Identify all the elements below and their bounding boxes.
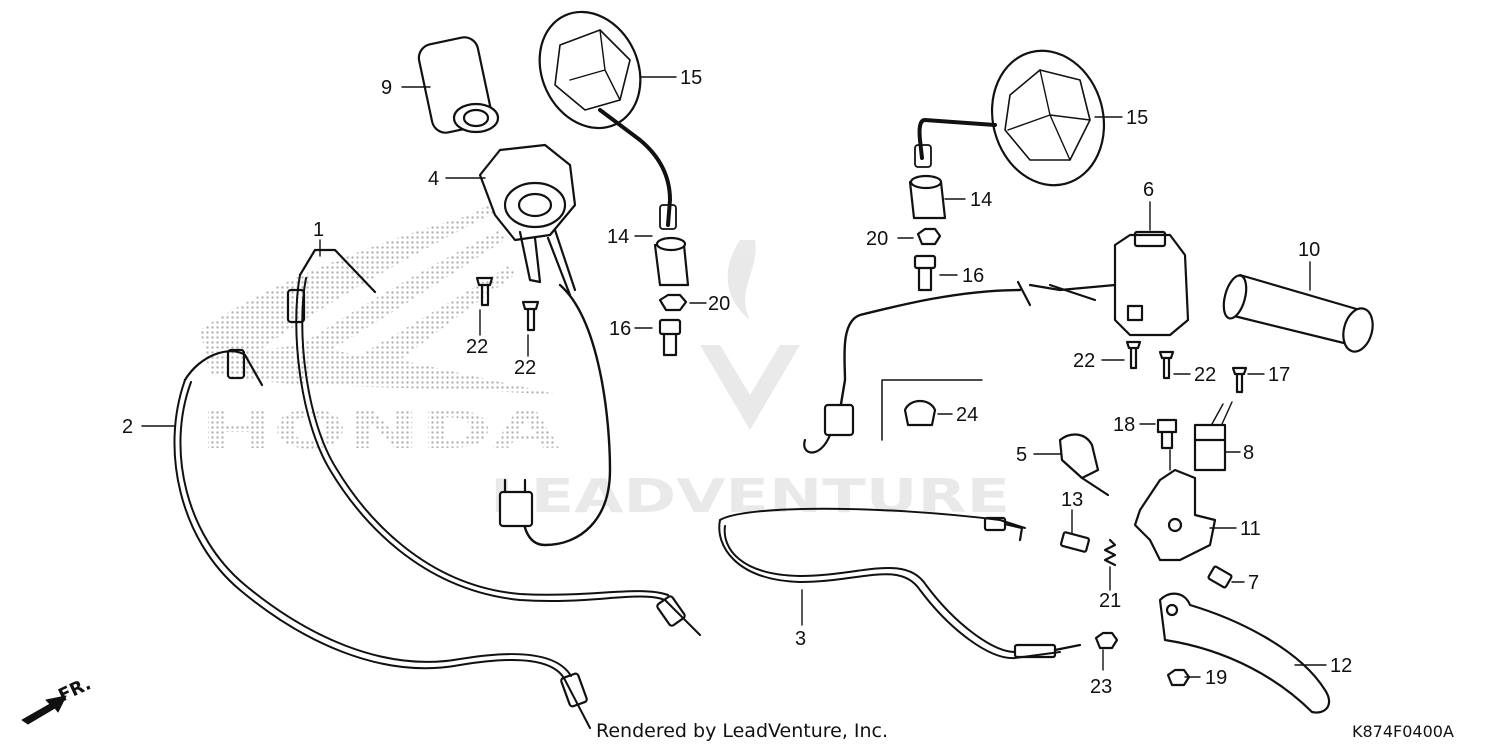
holder-part[interactable]	[1193, 423, 1227, 472]
callout-22-right-a[interactable]: 22	[1073, 350, 1095, 372]
callout-19[interactable]: 19	[1205, 667, 1227, 689]
right-switch-part[interactable]	[803, 230, 1190, 454]
callout-22-left-b[interactable]: 22	[514, 357, 536, 379]
callout-20-left[interactable]: 20	[708, 293, 730, 315]
mirror-left-part[interactable]	[521, 0, 677, 230]
callout-7[interactable]: 7	[1248, 572, 1259, 594]
honda-watermark-text: HONDA	[200, 401, 560, 461]
mirror-right-part[interactable]	[914, 38, 1119, 198]
callout-6[interactable]: 6	[1143, 179, 1154, 201]
callout-17[interactable]: 17	[1268, 364, 1290, 386]
callout-leader-lines	[141, 76, 1327, 678]
throttle-cable-part-1[interactable]	[286, 248, 701, 636]
callout-1[interactable]: 1	[313, 219, 324, 241]
direction-label: FR.	[55, 673, 94, 706]
pivot-bolt-part[interactable]	[1156, 418, 1178, 450]
clutch-lever-part[interactable]	[1158, 592, 1331, 714]
nut-23-part[interactable]	[1094, 631, 1119, 650]
callout-3[interactable]: 3	[795, 628, 806, 650]
callout-22-right-b[interactable]: 22	[1194, 364, 1216, 386]
screw-right-a-part[interactable]	[1125, 340, 1142, 370]
callout-12[interactable]: 12	[1330, 655, 1352, 677]
forward-direction-arrow	[21, 695, 67, 725]
callout-23[interactable]: 23	[1090, 676, 1112, 698]
dust-cover-part[interactable]	[1058, 433, 1110, 497]
left-switch-harness[interactable]	[498, 283, 612, 547]
callout-22-left-a[interactable]: 22	[466, 336, 488, 358]
bolt-left-part[interactable]	[658, 318, 682, 357]
callout-numbers: 9 15 4 1 2 22 22 14 20 16 15 14 20 16 6 …	[122, 67, 1352, 698]
callout-2[interactable]: 2	[122, 416, 133, 438]
switch-7-part[interactable]	[1207, 565, 1233, 589]
callout-16-left[interactable]: 16	[609, 318, 631, 340]
spring-21-part[interactable]	[1103, 538, 1117, 567]
bar-end-collar-right-part[interactable]	[908, 174, 947, 220]
callout-15-left[interactable]: 15	[680, 67, 702, 89]
callout-5[interactable]: 5	[1016, 444, 1027, 466]
callout-18[interactable]: 18	[1113, 414, 1135, 436]
nut-left-part[interactable]	[658, 293, 688, 312]
callout-13[interactable]: 13	[1061, 489, 1083, 511]
screw-right-b-part[interactable]	[1158, 350, 1175, 380]
leadventure-watermark-text: LEADVENTURE	[490, 469, 1010, 523]
grip-right-part[interactable]	[1220, 273, 1378, 355]
callout-14-right[interactable]: 14	[970, 189, 992, 211]
callout-14-left[interactable]: 14	[607, 226, 629, 248]
lever-bracket-part[interactable]	[1133, 468, 1217, 562]
callout-21[interactable]: 21	[1099, 590, 1121, 612]
callout-9[interactable]: 9	[381, 77, 392, 99]
bar-end-collar-left-part[interactable]	[653, 236, 690, 287]
throttle-cable-part-2[interactable]	[173, 348, 591, 729]
honda-watermark-logo: HONDA	[200, 198, 560, 461]
footer-credit: Rendered by LeadVenture, Inc.	[596, 720, 889, 742]
callout-4[interactable]: 4	[428, 168, 439, 190]
callout-10[interactable]: 10	[1298, 239, 1320, 261]
throttle-housing-part[interactable]	[478, 143, 577, 297]
callout-16-right[interactable]: 16	[962, 265, 984, 287]
callout-15-right[interactable]: 15	[1126, 107, 1148, 129]
nut-right-part[interactable]	[916, 227, 942, 246]
adjuster-13-part[interactable]	[1059, 531, 1091, 553]
callout-11[interactable]: 11	[1240, 518, 1261, 540]
callout-20-right[interactable]: 20	[866, 228, 888, 250]
leadventure-watermark: LEADVENTURE	[490, 240, 1010, 523]
clamp-part[interactable]	[881, 379, 983, 441]
screw-left-a-part[interactable]	[475, 276, 494, 307]
screw-left-b-part[interactable]	[521, 300, 540, 332]
bolt-right-part[interactable]	[913, 254, 937, 292]
clutch-cable-part[interactable]	[718, 507, 1082, 660]
callout-24[interactable]: 24	[956, 404, 978, 426]
bolt-17-part[interactable]	[1231, 366, 1248, 394]
grip-left-part[interactable]	[416, 35, 500, 136]
diagram-code: K874F0400A	[1352, 722, 1454, 741]
callout-8[interactable]: 8	[1243, 442, 1254, 464]
